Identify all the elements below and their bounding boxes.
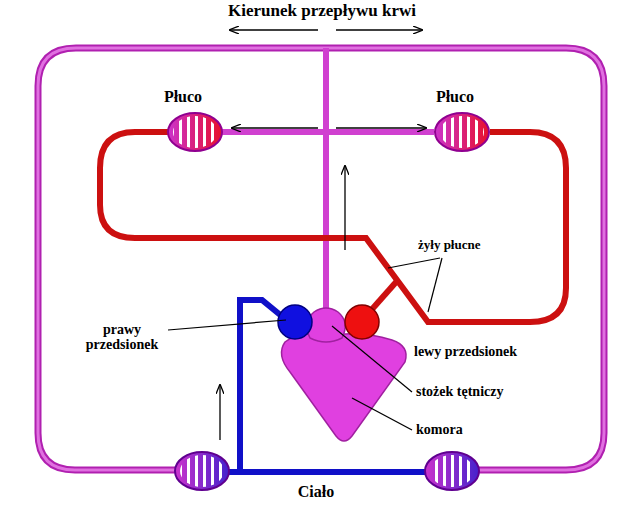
diagram-title: Kierunek przepływu krwi xyxy=(228,2,416,21)
organ-label: Ciało xyxy=(298,483,334,501)
heart-part-label: lewy przedsionek xyxy=(414,344,517,359)
heart-part-label: prawy przedsionek xyxy=(82,322,162,353)
aortic-trunk xyxy=(323,48,329,318)
pulmonary-vein xyxy=(100,132,566,322)
flow-arrow xyxy=(336,29,422,30)
flow-arrow xyxy=(219,385,220,440)
pulmonary-artery xyxy=(222,129,434,135)
lung-capillaries xyxy=(168,113,222,151)
flow-arrow xyxy=(230,29,318,30)
lung-capillaries-stripes xyxy=(173,116,217,148)
body-capillaries xyxy=(425,452,479,490)
right-atrium xyxy=(278,305,312,339)
systemic-artery xyxy=(38,48,604,470)
leader-line xyxy=(168,320,286,330)
conus-arteriosus xyxy=(307,308,345,342)
vessel-label: żyły płucne xyxy=(418,238,480,252)
body-capillaries xyxy=(175,452,229,490)
heart-part-label: komora xyxy=(416,422,463,437)
heart-part-label: stożek tętniczy xyxy=(416,384,503,399)
leader-line xyxy=(428,258,442,312)
systemic-artery-inner xyxy=(38,48,604,470)
body-vein xyxy=(226,300,426,472)
organ-label: Płuco xyxy=(436,88,474,106)
leader-line xyxy=(388,258,440,268)
body-capillaries-stripes xyxy=(180,455,224,487)
leader-line xyxy=(332,326,412,392)
flow-arrow xyxy=(344,166,345,250)
leader-line xyxy=(352,398,412,430)
lung-capillaries xyxy=(435,113,489,151)
body-capillaries-stripes xyxy=(430,455,474,487)
ventricle xyxy=(281,334,406,441)
organ-label: Płuco xyxy=(164,88,202,106)
flow-arrow xyxy=(232,127,318,128)
flow-arrow xyxy=(336,127,426,128)
left-atrium xyxy=(345,305,379,339)
lung-capillaries-stripes xyxy=(440,116,484,148)
